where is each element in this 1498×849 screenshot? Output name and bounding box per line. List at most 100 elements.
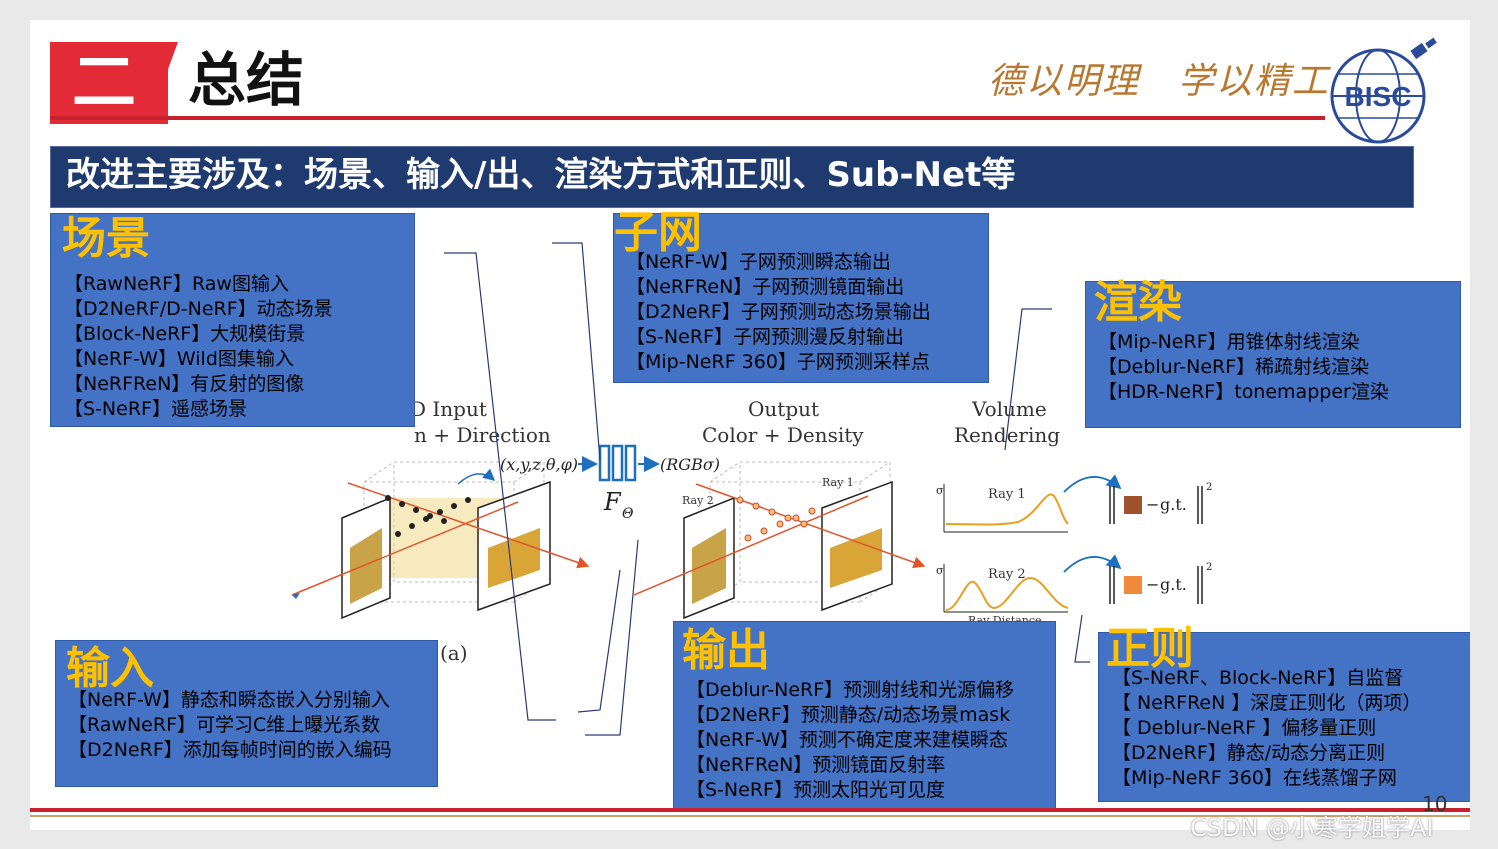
output-label-2: Color + Density <box>702 423 864 447</box>
page-number: 10 <box>1422 792 1448 816</box>
list-item: 【D2NeRF】添加每帧时间的嵌入编码 <box>68 739 392 761</box>
list-item: 【Block-NeRF】大规模街景 <box>64 323 306 345</box>
list-item: 【Deblur-NeRF】预测射线和光源偏移 <box>686 679 1015 701</box>
loss-exp-1: 2 <box>1206 482 1212 493</box>
list-item: 【S-NeRF】预测太阳光可见度 <box>686 779 945 801</box>
list-item: 【Mip-NeRF 360】子网预测采样点 <box>626 351 930 373</box>
output-ray-1 <box>633 495 869 596</box>
list-item: 【Deblur-NeRF】稀疏射线渲染 <box>1098 356 1370 378</box>
logo-text: BISC <box>1345 81 1412 112</box>
image-left-content <box>350 528 382 604</box>
list-item: 【NeRF-W】子网预测瞬态输出 <box>626 251 891 273</box>
list-item: 【NeRFReN】子网预测镜面输出 <box>626 276 905 298</box>
subfig-a-label: (a) <box>440 641 468 665</box>
ray-origin-left <box>292 593 300 599</box>
list-item: 【S-NeRF】子网预测漫反射输出 <box>626 326 904 348</box>
panel-b-ray2: Ray 2 <box>682 494 714 507</box>
list-item: 【NeRF-W】Wild图集输入 <box>64 348 294 370</box>
ray2-density-curve <box>945 576 1069 611</box>
list-item: 【NeRFReN】预测镜面反射率 <box>686 754 946 776</box>
list-item: 【HDR-NeRF】tonemapper渲染 <box>1098 381 1389 403</box>
input-label-2: n + Direction <box>414 423 551 447</box>
ray1-density-curve <box>945 493 1069 526</box>
svg-text:−: − <box>1146 495 1159 514</box>
input-list: 【NeRF-W】静态和瞬态嵌入分别输入 【RawNeRF】可学习C维上曝光系数 … <box>68 688 392 763</box>
section-badge-slant <box>148 42 178 124</box>
input-box <box>55 640 438 787</box>
sigma-label-2: σ <box>936 564 944 577</box>
subnet-list: 【NeRF-W】子网预测瞬态输出 【NeRFReN】子网预测镜面输出 【D2Ne… <box>626 250 931 375</box>
output-left-content <box>692 528 726 604</box>
list-item: 【RawNeRF】Raw图输入 <box>64 273 289 295</box>
list-item: 【Mip-NeRF】用锥体射线渲染 <box>1098 331 1360 353</box>
network-label: F <box>603 488 622 516</box>
output-list: 【Deblur-NeRF】预测射线和光源偏移 【D2NeRF】预测静态/动态场景… <box>686 678 1014 803</box>
loss-arrow-1 <box>1063 474 1122 493</box>
list-item: 【NeRF-W】静态和瞬态嵌入分别输入 <box>68 689 390 711</box>
render-list: 【Mip-NeRF】用锥体射线渲染 【Deblur-NeRF】稀疏射线渲染 【H… <box>1098 330 1389 405</box>
list-item: 【 NeRFReN 】深度正则化（两项） <box>1112 692 1422 714</box>
list-item: 【S-NeRF、Block-NeRF】自监督 <box>1112 667 1404 689</box>
footer-red-line <box>30 808 1470 812</box>
ray1-color-patch <box>1124 496 1142 514</box>
input-arrow <box>457 468 496 485</box>
output-title: 输出 <box>682 625 770 676</box>
list-item: 【D2NeRF】预测静态/动态场景mask <box>686 704 1011 726</box>
banner-text: 改进主要涉及：场景、输入/出、渲染方式和正则、Sub-Net等 <box>66 155 1016 195</box>
output-tuple: (RGBσ) <box>660 455 720 474</box>
output-box <box>673 621 1056 809</box>
regularization-title: 正则 <box>1106 623 1194 674</box>
loss-arrow-2 <box>1063 554 1122 573</box>
gt-label-2: g.t. <box>1160 575 1187 594</box>
svg-text:−: − <box>1146 575 1159 594</box>
subnet-title: 子网 <box>614 207 702 258</box>
output-ray-2 <box>695 483 926 569</box>
subnet-box <box>613 213 989 383</box>
list-item: 【D2NeRF】静态/动态分离正则 <box>1112 742 1386 764</box>
scene-list: 【RawNeRF】Raw图输入 【D2NeRF/D-NeRF】动态场景 【Blo… <box>64 272 333 422</box>
input-tuple: (x,y,z,θ,φ) <box>500 455 578 474</box>
summary-banner <box>50 146 1414 208</box>
list-item: 【NeRF-W】预测不确定度来建模瞬态 <box>686 729 1008 751</box>
header-divider <box>50 116 1325 120</box>
footer-gold-line <box>30 815 1470 817</box>
volume-label-1: Volume <box>971 397 1047 421</box>
scene-title: 场景 <box>62 213 150 264</box>
input-label-1: D Input <box>410 397 487 421</box>
loss-term-2: − g.t. 2 <box>1109 562 1212 604</box>
regularization-list: 【S-NeRF、Block-NeRF】自监督 【 NeRFReN 】深度正则化（… <box>1112 666 1421 791</box>
ray1-plot: σ Ray 1 <box>936 484 1069 533</box>
list-item: 【RawNeRF】可学习C维上曝光系数 <box>68 714 381 736</box>
ray1-label: Ray 1 <box>988 487 1026 502</box>
page-title: 总结 <box>188 46 305 114</box>
list-item: 【S-NeRF】遥感场景 <box>64 398 247 420</box>
list-item: 【D2NeRF/D-NeRF】动态场景 <box>64 298 333 320</box>
loss-term-1: − g.t. 2 <box>1109 482 1212 524</box>
output-label-1: Output <box>748 397 819 421</box>
section-number: 二 <box>72 45 136 120</box>
gt-label-1: g.t. <box>1160 495 1187 514</box>
watermark: CSDN @小寒学姐学AI <box>1190 814 1434 842</box>
scene-box <box>50 213 415 427</box>
render-title: 渲染 <box>1094 277 1182 328</box>
sigma-label-1: σ <box>936 484 944 497</box>
ray2-label: Ray 2 <box>988 567 1026 582</box>
network-icon <box>598 444 637 482</box>
volume-label-2: Rendering <box>954 423 1060 447</box>
loss-exp-2: 2 <box>1206 562 1212 573</box>
input-title: 输入 <box>66 643 154 694</box>
panel-b-ray1: Ray 1 <box>822 476 854 489</box>
output-sample-points <box>736 496 816 542</box>
bisc-logo: BISC <box>1330 37 1437 144</box>
output-right-content <box>830 528 882 588</box>
network-subscript: Θ <box>622 506 634 522</box>
list-item: 【NeRFReN】有反射的图像 <box>64 373 305 395</box>
regularization-box <box>1098 632 1470 802</box>
ray2-plot: σ Ray 2 Ray Distance <box>936 564 1069 627</box>
slide: 二 总结 德以明理 学以精工 BISC 改进主要涉及：场景、输入/出、渲染方式和… <box>30 20 1470 830</box>
list-item: 【Mip-NeRF 360】在线蒸馏子网 <box>1112 767 1397 789</box>
list-item: 【 Deblur-NeRF 】偏移量正则 <box>1112 717 1377 739</box>
ray2-color-patch <box>1124 576 1142 594</box>
render-box <box>1085 281 1461 428</box>
list-item: 【D2NeRF】子网预测动态场景输出 <box>626 301 931 323</box>
